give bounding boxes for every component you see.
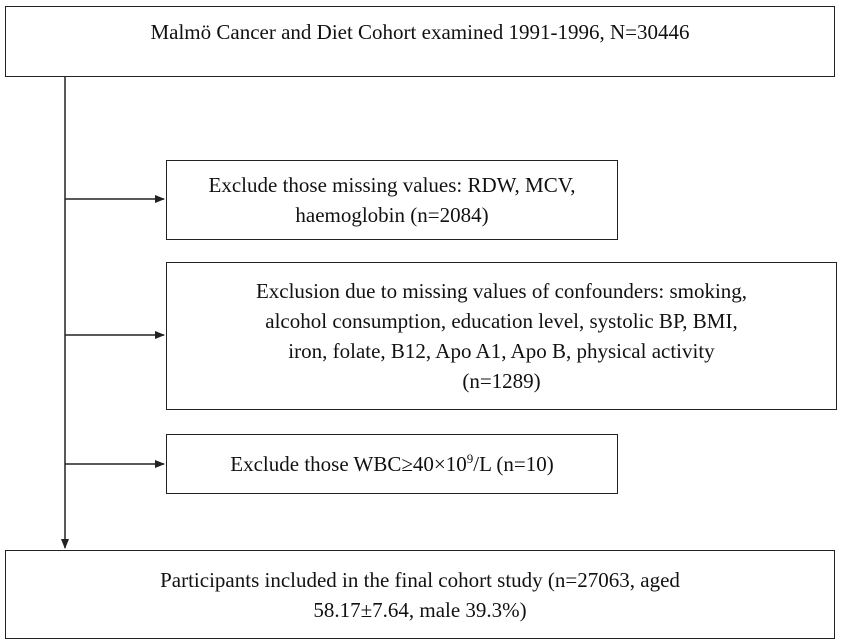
exclusion-2-line-2: alcohol consumption, education level, sy…	[265, 309, 738, 333]
exclusion-2-line-1: Exclusion due to missing values of confo…	[255, 279, 748, 303]
final-cohort-line-2: 58.17±7.64, male 39.3%)	[313, 597, 527, 622]
exclusion-1-line-2: haemoglobin (n=2084)	[295, 203, 489, 227]
exclusion-1-line-1: Exclude those missing values: RDW, MCV,	[208, 173, 576, 197]
cohort-source-text: Malmö Cancer and Diet Cohort examined 19…	[150, 20, 690, 44]
final-cohort-line-1: Participants included in the final cohor…	[160, 567, 680, 592]
exclusion-box-high-wbc: Exclude those WBC≥40×109/L (n=10)	[166, 434, 618, 494]
exclusion-box-missing-blood-values: Exclude those missing values: RDW, MCV, …	[166, 160, 618, 240]
final-cohort-box: Participants included in the final cohor…	[5, 550, 835, 639]
exclusion-3-text: Exclude those WBC≥40×109/L (n=10)	[230, 449, 553, 479]
exclusion-3-text-main: Exclude those WBC≥40×10	[230, 452, 467, 476]
exclusion-box-missing-confounders: Exclusion due to missing values of confo…	[166, 262, 837, 410]
exclusion-2-line-4: (n=1289)	[462, 369, 541, 393]
exclusion-3-superscript: 9	[466, 451, 474, 466]
cohort-source-box: Malmö Cancer and Diet Cohort examined 19…	[5, 6, 835, 77]
exclusion-2-line-3: iron, folate, B12, Apo A1, Apo B, physic…	[288, 339, 715, 363]
exclusion-3-text-unit: /L (n=10)	[473, 452, 554, 476]
